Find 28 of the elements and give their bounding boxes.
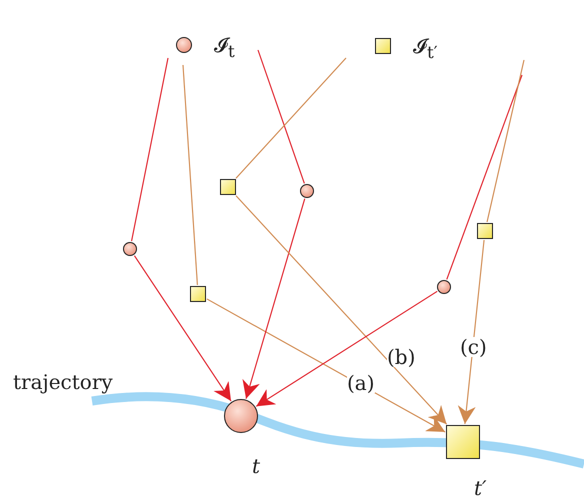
arrow xyxy=(134,255,232,402)
legend-label: 𝓘$_{t}$ xyxy=(214,35,235,61)
connector-line xyxy=(257,50,305,184)
legend-label: 𝓘$_{t′}$ xyxy=(413,36,438,62)
target-circle xyxy=(224,399,258,433)
point-circle xyxy=(123,242,137,256)
edge-label: (b) xyxy=(387,347,416,367)
time-label: t′ xyxy=(474,478,487,498)
trajectory-label: trajectory xyxy=(13,372,113,392)
arrow xyxy=(236,195,448,425)
arrow xyxy=(458,240,485,424)
arrow xyxy=(256,290,438,407)
time-label: t xyxy=(252,456,260,476)
connector-line xyxy=(131,58,169,242)
point-circle xyxy=(437,280,451,294)
arrow xyxy=(242,198,306,399)
connector-line xyxy=(486,60,525,222)
connector-line xyxy=(446,74,523,280)
connector-line xyxy=(182,64,198,286)
point-circle xyxy=(300,184,314,198)
target-square xyxy=(446,425,480,459)
point-square xyxy=(190,286,206,302)
point-square xyxy=(477,223,493,239)
edge-label: (c) xyxy=(460,337,487,357)
arrow xyxy=(206,298,446,432)
connector-line xyxy=(236,58,346,179)
edge-label: (a) xyxy=(347,373,375,393)
point-square xyxy=(220,179,236,195)
